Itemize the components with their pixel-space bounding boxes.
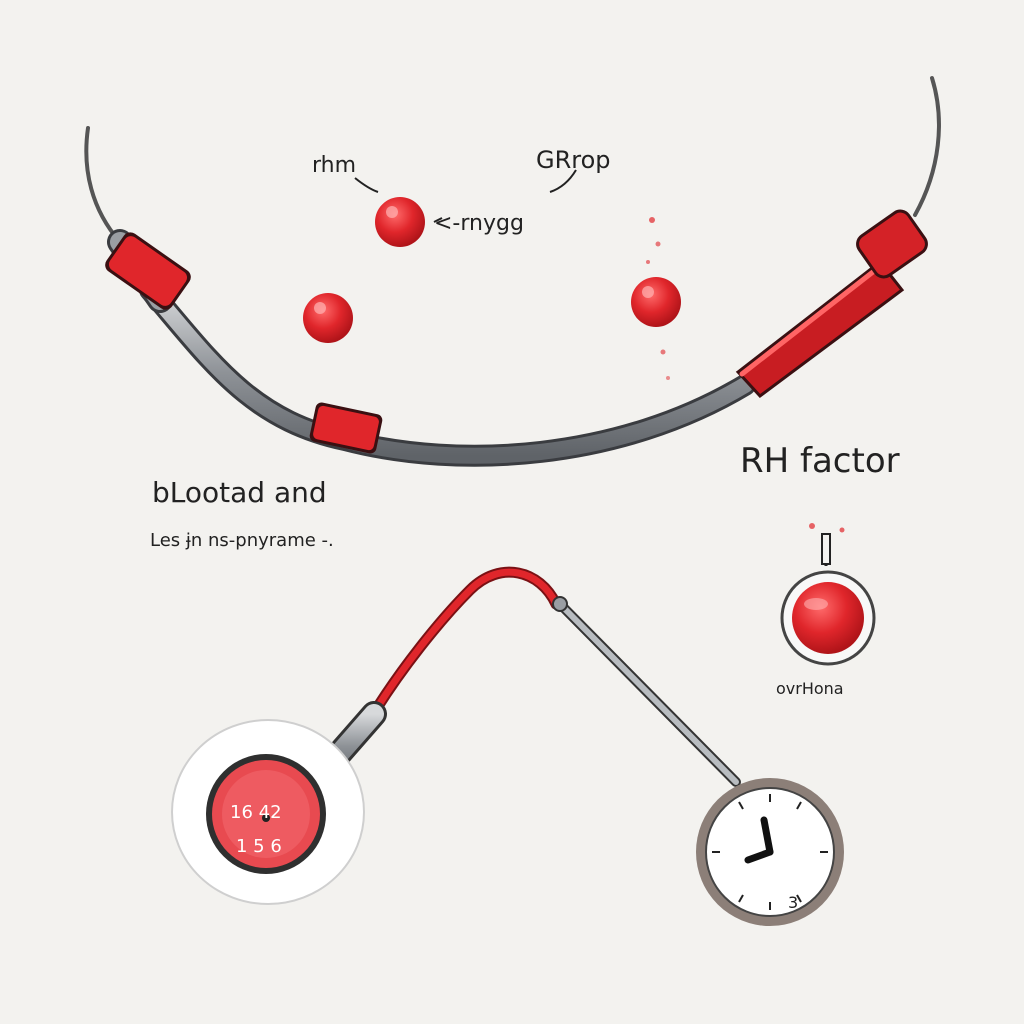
label-blood-and: bLootad and [152, 476, 327, 509]
middle-red-sleeve [309, 402, 383, 454]
left-gauge: 16 42 1 5 6 [171, 719, 365, 905]
rh-indicator-button [780, 523, 876, 666]
right-red-handle [735, 209, 928, 399]
blood-drop [631, 277, 681, 327]
label-group: GRrop [536, 146, 611, 174]
top-cable [84, 76, 941, 467]
right-clock-gauge: 3 [696, 778, 844, 926]
label-rhm: rhm [312, 153, 356, 178]
label-subline: Les ɉn ns-pnyrame -. [150, 530, 334, 551]
blood-drop [303, 293, 353, 343]
blood-drops [303, 197, 681, 380]
bottom-tubing [305, 566, 741, 791]
blood-drop [375, 197, 425, 247]
label-rh-factor: RH factor [740, 441, 900, 481]
label-rhygg: <-rnygg [434, 211, 524, 236]
label-ovrhon: ovrHona [776, 679, 844, 698]
gauge-digits-top: 16 42 [230, 802, 282, 823]
gauge-digits-bottom: 1 5 6 [236, 836, 282, 857]
left-red-connector [105, 232, 191, 310]
clock-numeral: 3 [788, 893, 798, 912]
